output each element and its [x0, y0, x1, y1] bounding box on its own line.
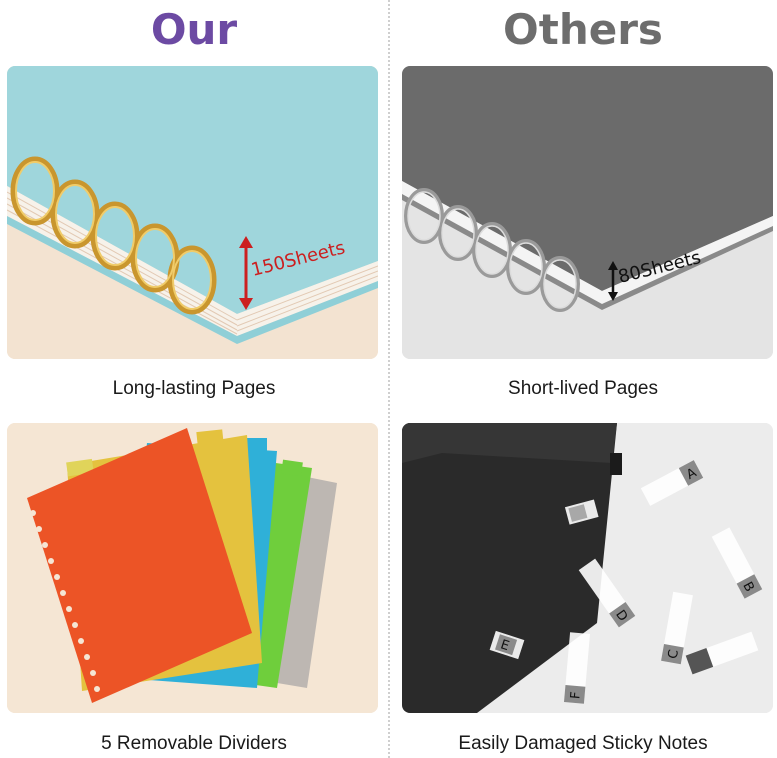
others-heading: Others	[503, 5, 663, 54]
ours-pages-caption: Long-lasting Pages	[112, 378, 276, 399]
sticky-letter-c: C	[666, 649, 682, 661]
ours-dividers-caption: 5 Removable Dividers	[101, 733, 287, 754]
ours-dividers-image	[7, 423, 378, 713]
center-divider	[388, 0, 390, 758]
ours-heading: Our	[150, 5, 238, 54]
others-sticky-notes-image: A B C D E	[402, 423, 773, 713]
sticky-letter-f: F	[568, 691, 584, 700]
ours-notebook-image: 150Sheets	[7, 66, 378, 359]
others-pages-caption: Short-lived Pages	[508, 378, 658, 399]
others-sticky-caption: Easily Damaged Sticky Notes	[458, 733, 708, 754]
others-notebook-image: 80Sheets	[402, 66, 773, 359]
